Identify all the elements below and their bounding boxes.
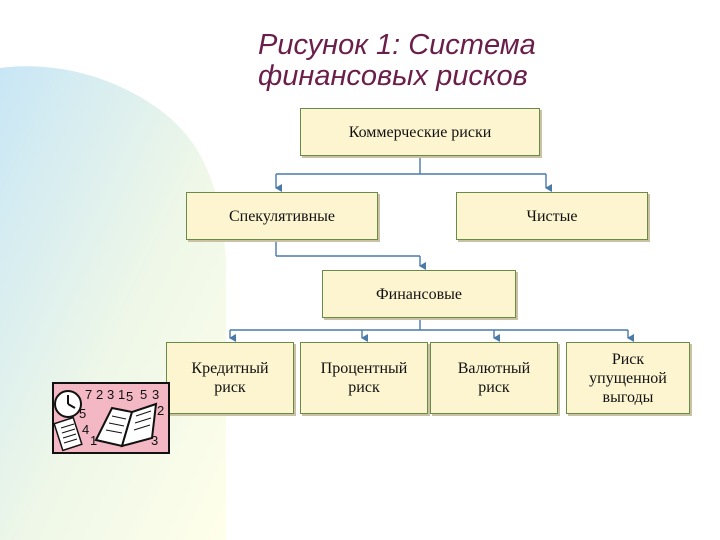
clip-num: 5 <box>126 389 133 404</box>
node-currency-risk: Валютный риск <box>430 342 558 414</box>
clip-num: 3 <box>107 387 114 402</box>
clock-icon <box>54 390 82 418</box>
document-icon <box>53 416 83 452</box>
clip-num: 2 <box>96 387 103 402</box>
node-opportunity-risk: Риск упущенной выгоды <box>566 342 690 414</box>
clip-num: 1 <box>90 433 97 448</box>
node-speculative: Спекулятивные <box>186 192 378 240</box>
clip-num: 3 <box>151 433 158 448</box>
clip-num: 1 <box>118 387 125 402</box>
open-book-icon <box>94 402 158 448</box>
node-pure: Чистые <box>456 192 648 240</box>
clip-num: 3 <box>152 387 159 402</box>
clip-num: 5 <box>140 387 147 402</box>
title-line-2: финансовых рисков <box>258 60 528 92</box>
node-credit-risk: Кредитный риск <box>166 342 294 414</box>
clip-num: 7 <box>85 387 92 402</box>
clip-num: 4 <box>82 422 89 437</box>
calendar-clipart: 7 2 3 1 5 5 3 2 5 4 1 3 <box>52 382 170 454</box>
node-interest-risk: Процентный риск <box>300 342 428 414</box>
clip-num: 2 <box>157 403 164 418</box>
calendar-numbers-icon: 7 2 3 1 5 5 3 2 5 4 1 3 <box>79 387 164 448</box>
node-commercial-risks: Коммерческие риски <box>300 108 540 156</box>
clip-num: 5 <box>79 406 86 421</box>
title-line-1: Рисунок 1: Система <box>258 29 536 61</box>
node-financial: Финансовые <box>322 270 516 318</box>
diagram-title: Рисунок 1: Система финансовых рисков <box>258 30 658 92</box>
